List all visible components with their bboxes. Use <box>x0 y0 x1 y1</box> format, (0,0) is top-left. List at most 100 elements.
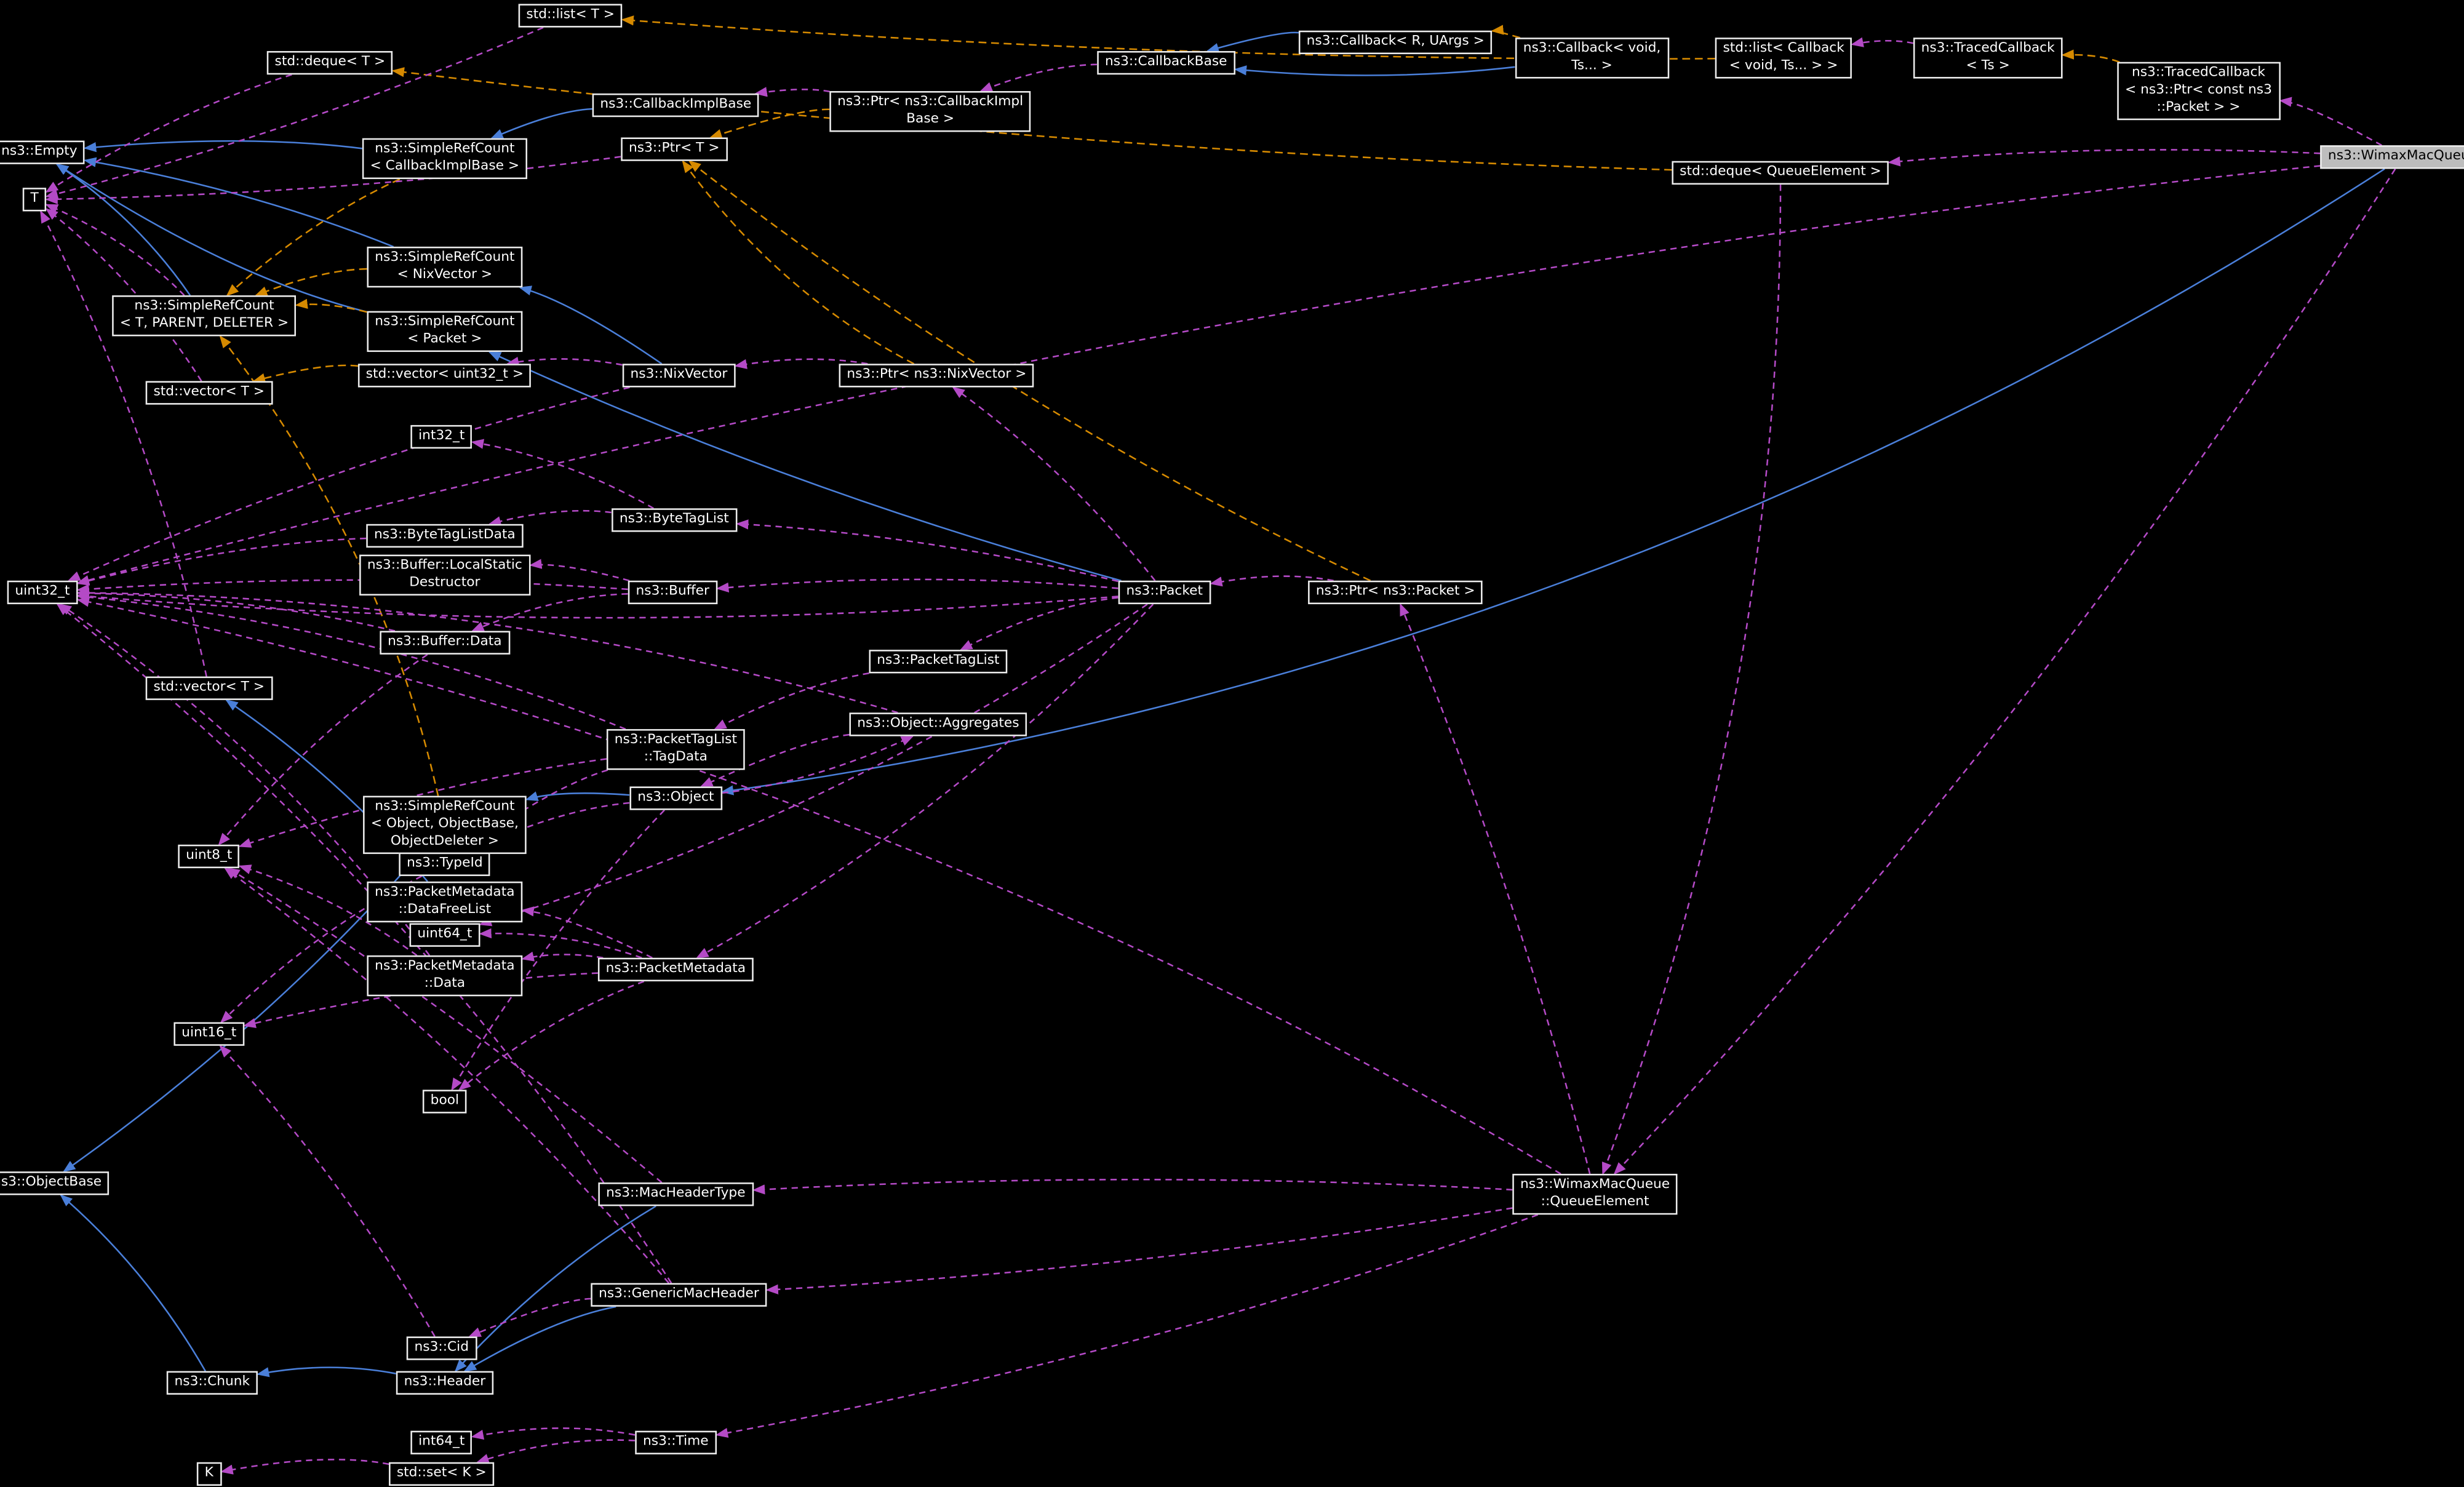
node-pm_freelist[interactable]: ns3::PacketMetadata ::DataFreeList <box>367 881 523 923</box>
edge-btld-uint32 <box>76 537 367 586</box>
node-callbackbase[interactable]: ns3::CallbackBase <box>1097 50 1235 75</box>
node-src_cbimpl[interactable]: ns3::SimpleRefCount < CallbackImplBase > <box>362 138 527 180</box>
node-list_callback[interactable]: std::list< Callback < void, Ts... > > <box>1715 38 1852 79</box>
node-object[interactable]: ns3::Object <box>629 786 722 810</box>
edge-buffer-buf_lsd <box>529 559 630 582</box>
node-queueelement[interactable]: ns3::WimaxMacQueue ::QueueElement <box>1512 1173 1678 1215</box>
node-cbimplbase[interactable]: ns3::CallbackImplBase <box>592 93 760 118</box>
node-list_T[interactable]: std::list< T > <box>518 4 623 28</box>
node-tracedcb_pkt[interactable]: ns3::TracedCallback < ns3::Ptr< const ns… <box>2117 62 2280 121</box>
edge-genericmacheader-uint32 <box>56 603 672 1284</box>
edge-queueelement-time <box>715 1214 1539 1438</box>
node-src_obj[interactable]: ns3::SimpleRefCount < Object, ObjectBase… <box>363 795 527 855</box>
edge-cid-uint16 <box>219 1045 436 1338</box>
edge-ptr_packet-packet <box>1210 575 1334 587</box>
node-empty[interactable]: ns3::Empty <box>0 140 86 164</box>
edge-ptr_T-T <box>45 156 621 204</box>
edge-macheadertype-uint8 <box>227 867 663 1184</box>
edge-callback_r-callbackbase <box>1206 31 1299 53</box>
edge-src_tpd-T <box>45 204 185 297</box>
node-int32[interactable]: int32_t <box>410 425 473 449</box>
node-time[interactable]: ns3::Time <box>635 1430 717 1455</box>
edge-src_nix-empty <box>83 157 394 248</box>
node-uint64[interactable]: uint64_t <box>409 923 480 947</box>
edge-packetmetadata-pm_data <box>521 951 604 962</box>
node-callback_r[interactable]: ns3::Callback< R, UArgs > <box>1298 30 1493 55</box>
edge-cbimplbase-src_cbimpl <box>490 108 593 139</box>
edge-queueelement-macheadertype <box>752 1178 1513 1195</box>
node-cid[interactable]: ns3::Cid <box>406 1336 477 1360</box>
node-deque_qe[interactable]: std::deque< QueueElement > <box>1672 161 1889 185</box>
node-uint8[interactable]: uint8_t <box>178 844 241 869</box>
node-packettaglist[interactable]: ns3::PacketTagList <box>869 650 1008 674</box>
node-T[interactable]: T <box>22 188 47 212</box>
edge-src_packet-empty <box>56 163 367 313</box>
node-int64[interactable]: int64_t <box>410 1430 473 1455</box>
edge-buf_data-uint32 <box>76 588 396 632</box>
node-uint32[interactable]: uint32_t <box>7 580 78 605</box>
edge-wimaxmacqueue-deque_qe <box>1888 149 2321 167</box>
node-uint16[interactable]: uint16_t <box>173 1022 245 1046</box>
node-ptr_T[interactable]: ns3::Ptr< T > <box>621 137 728 161</box>
node-bool[interactable]: bool <box>422 1090 467 1114</box>
edge-src_obj-objectbase <box>63 853 420 1173</box>
edge-buf_data-uint8 <box>218 653 428 846</box>
node-vec_u32[interactable]: std::vector< uint32_t > <box>357 364 532 388</box>
node-set_K[interactable]: std::set< K > <box>389 1462 495 1486</box>
edge-genericmacheader-cid <box>468 1298 591 1338</box>
node-macheadertype[interactable]: ns3::MacHeaderType <box>598 1182 754 1206</box>
node-genericmacheader[interactable]: ns3::GenericMacHeader <box>591 1283 767 1307</box>
node-vec_T2[interactable]: std::vector< T > <box>145 676 273 701</box>
edge-set_K-K <box>220 1459 389 1475</box>
edge-callbackbase-ptr_cbimpl <box>979 63 1097 92</box>
edge-ptr_cbimpl-cbimplbase <box>754 87 830 97</box>
edge-deque_qe-deque_T <box>391 67 1672 171</box>
edge-packet-src_packet <box>488 351 1122 582</box>
node-typeid[interactable]: ns3::TypeId <box>399 852 491 877</box>
node-btld[interactable]: ns3::ByteTagListData <box>366 524 524 548</box>
edge-ptr_nix-nixvector <box>734 358 868 369</box>
edge-pm_data-uint8 <box>238 864 418 957</box>
edge-tracedcb_pkt-tracedcb_ts <box>2061 49 2120 63</box>
node-K[interactable]: K <box>196 1462 221 1486</box>
node-objectbase[interactable]: ns3::ObjectBase <box>0 1171 110 1195</box>
node-callback_void[interactable]: ns3::Callback< void, Ts... > <box>1515 38 1669 79</box>
edge-ptr_cbimpl-ptr_T <box>709 108 830 139</box>
edge-vec_T1-T <box>45 208 202 382</box>
node-aggregates[interactable]: ns3::Object::Aggregates <box>849 712 1027 736</box>
node-vec_T1[interactable]: std::vector< T > <box>145 381 273 405</box>
edge-pm_data-uint32 <box>58 603 431 956</box>
node-header[interactable]: ns3::Header <box>396 1371 493 1395</box>
node-buf_lsd[interactable]: ns3::Buffer::LocalStatic Destructor <box>359 554 530 596</box>
node-deque_T[interactable]: std::deque< T > <box>266 50 394 75</box>
edge-deque_T-T <box>45 74 292 193</box>
node-wimaxmacqueue[interactable]: ns3::WimaxMacQueue <box>2320 145 2464 169</box>
node-nixvector[interactable]: ns3::NixVector <box>622 364 736 388</box>
edge-callback_void-callback_r <box>1491 25 1521 39</box>
node-packet[interactable]: ns3::Packet <box>1118 580 1211 605</box>
node-buf_data[interactable]: ns3::Buffer::Data <box>380 631 510 655</box>
edge-queueelement-uint32 <box>76 597 1561 1175</box>
edge-wimaxmacqueue-queueelement <box>1613 168 2396 1175</box>
node-src_nix[interactable]: ns3::SimpleRefCount < NixVector > <box>367 246 523 288</box>
edge-aggregates-uint32 <box>76 588 898 714</box>
node-bytetaglist[interactable]: ns3::ByteTagList <box>612 508 737 532</box>
node-ptr_packet[interactable]: ns3::Ptr< ns3::Packet > <box>1308 580 1483 605</box>
edge-src_packet-src_tpd <box>295 298 367 313</box>
edge-list_T-T <box>45 26 544 199</box>
node-packetmetadata[interactable]: ns3::PacketMetadata <box>597 957 754 982</box>
node-src_tpd[interactable]: ns3::SimpleRefCount < T, PARENT, DELETER… <box>112 295 297 337</box>
edge-nixvector-uint32 <box>67 386 630 581</box>
node-chunk[interactable]: ns3::Chunk <box>166 1371 258 1395</box>
node-ptr_nix[interactable]: ns3::Ptr< ns3::NixVector > <box>839 364 1035 388</box>
node-src_packet[interactable]: ns3::SimpleRefCount < Packet > <box>367 311 523 353</box>
node-tracedcb_ts[interactable]: ns3::TracedCallback < Ts > <box>1913 38 2063 79</box>
edge-time-set_K <box>476 1439 636 1464</box>
node-buffer[interactable]: ns3::Buffer <box>628 580 717 605</box>
node-ptr_cbimpl[interactable]: ns3::Ptr< ns3::CallbackImpl Base > <box>829 91 1031 132</box>
edge-ptl_tagdata-uint8 <box>238 758 607 848</box>
node-pm_data[interactable]: ns3::PacketMetadata ::Data <box>367 955 523 997</box>
edge-src_tpd-empty <box>55 163 191 296</box>
edge-genericmacheader-header <box>463 1306 616 1372</box>
node-ptl_tagdata[interactable]: ns3::PacketTagList ::TagData <box>606 729 745 770</box>
